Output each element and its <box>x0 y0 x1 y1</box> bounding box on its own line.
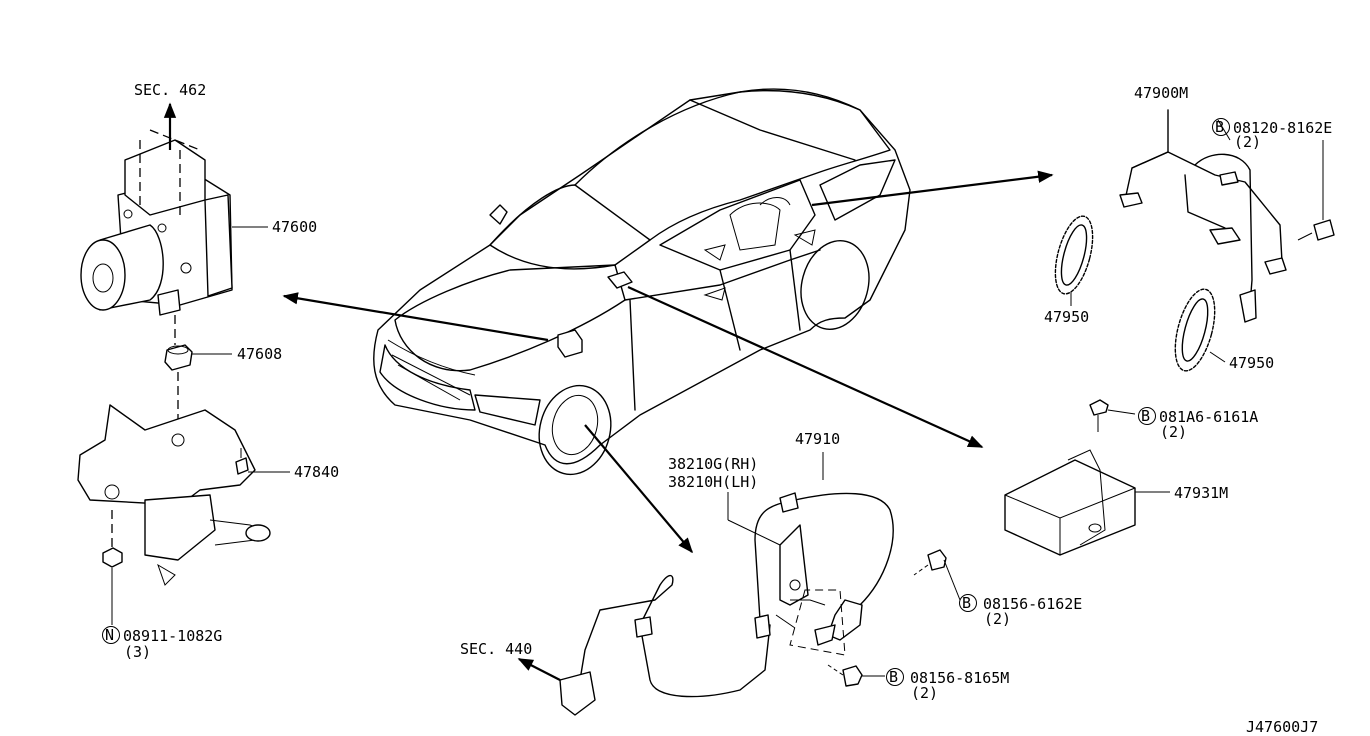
label-sec-440: SEC. 440 <box>460 640 532 658</box>
symbol-b-circle-4 <box>886 668 904 686</box>
label-47950-left: 47950 <box>1044 308 1089 326</box>
front-sensor-harness-47910 <box>559 452 961 716</box>
label-47840: 47840 <box>294 463 339 481</box>
qty-08156-m: (2) <box>911 684 938 702</box>
label-47600: 47600 <box>272 218 317 236</box>
qty-08156-e: (2) <box>984 610 1011 628</box>
sensor-rotor-47950-left <box>1054 215 1094 306</box>
label-47931m: 47931M <box>1174 484 1228 502</box>
label-08156-6162e: 08156-6162E <box>983 595 1082 613</box>
label-38210g: 38210G(RH) <box>668 455 758 473</box>
symbol-b-4: B <box>889 668 898 686</box>
symbol-n-circle <box>102 626 120 644</box>
symbol-b-3: B <box>962 594 971 612</box>
diagram-code: J47600J7 <box>1246 718 1318 736</box>
qty-081a6: (2) <box>1160 423 1187 441</box>
label-081a6-6161a: 081A6-6161A <box>1159 408 1258 426</box>
sensor-rotor-47950-right <box>1174 288 1226 372</box>
leader-lines <box>192 119 1231 473</box>
symbol-b-1: B <box>1215 118 1224 136</box>
label-47910: 47910 <box>795 430 840 448</box>
label-08120-8162e: 08120-8162E <box>1233 119 1332 137</box>
control-unit-47931m <box>1004 399 1170 556</box>
rear-harness-47900m <box>1119 109 1335 323</box>
qty-08120: (2) <box>1234 133 1261 151</box>
label-47608: 47608 <box>237 345 282 363</box>
symbol-n: N <box>105 626 114 644</box>
bracket-47840 <box>77 404 271 586</box>
symbol-b-circle-1 <box>1212 118 1230 136</box>
qty-08911: (3) <box>124 643 151 661</box>
abs-actuator-47600 <box>80 129 233 316</box>
label-sec-462: SEC. 462 <box>134 81 206 99</box>
symbol-b-circle-2 <box>1138 407 1156 425</box>
location-arrows <box>282 170 1054 554</box>
label-47900m: 47900M <box>1134 84 1188 102</box>
label-38210h: 38210H(LH) <box>668 473 758 491</box>
vehicle-illustration <box>373 88 911 476</box>
label-47950-right: 47950 <box>1229 354 1274 372</box>
labels: SEC. 462 47600 47608 47840 N 08911-1082G… <box>102 81 1332 736</box>
label-08911-1082g: 08911-1082G <box>123 627 222 645</box>
label-08156-8165m: 08156-8165M <box>910 669 1009 687</box>
symbol-b-2: B <box>1141 407 1150 425</box>
grommet-47608 <box>164 344 193 371</box>
symbol-b-circle-3 <box>959 594 977 612</box>
